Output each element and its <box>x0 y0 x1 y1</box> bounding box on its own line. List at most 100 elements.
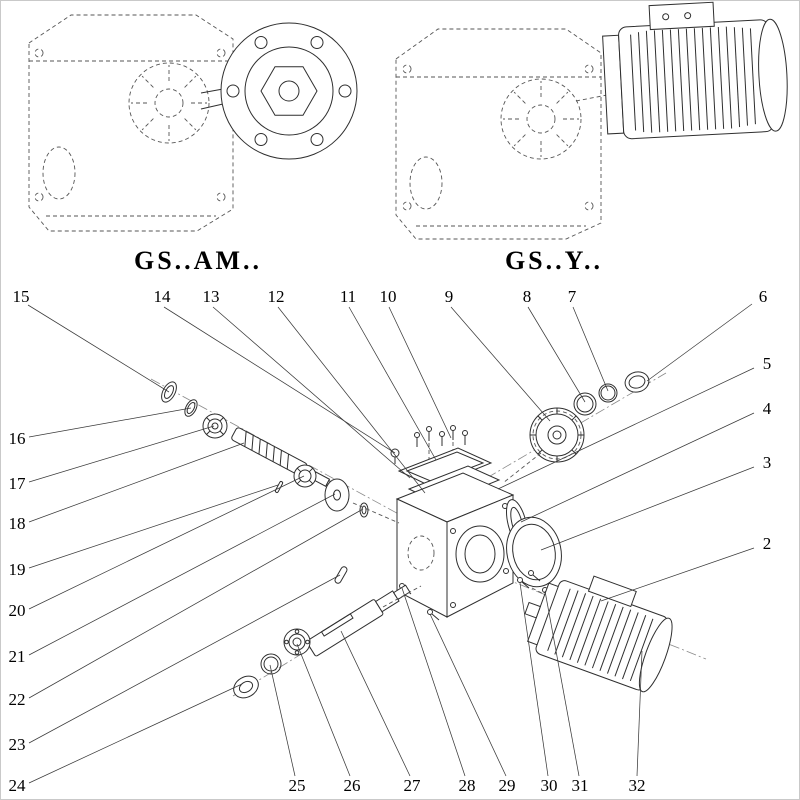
flange-bolt-hole <box>338 84 352 98</box>
callout-leader-4 <box>520 412 755 523</box>
circlip-gear <box>598 383 618 403</box>
callout-leader-22 <box>28 508 364 699</box>
housing-bolt-hole <box>450 602 456 608</box>
bearing-worm-end <box>293 464 317 488</box>
callout-leader-25 <box>269 664 296 777</box>
bolt-hole <box>402 64 412 74</box>
callout-leader-31 <box>544 590 580 777</box>
bearing-input <box>202 413 228 439</box>
callout-number-12: 12 <box>268 287 285 306</box>
end-disc <box>324 478 350 512</box>
callout-number-2: 2 <box>763 534 772 553</box>
callout-number-22: 22 <box>9 690 26 709</box>
flange-hex-hub <box>260 66 318 116</box>
callout-leader-19 <box>28 484 279 569</box>
housing-bolt-hole <box>503 568 509 574</box>
input-boss <box>500 78 582 160</box>
callout-leader-27 <box>340 630 411 777</box>
callout-number-24: 24 <box>9 776 27 795</box>
flange-bolt-hole <box>310 133 324 146</box>
callout-number-25: 25 <box>289 776 306 795</box>
variant-y-drawing <box>395 1 788 240</box>
bolt-hole <box>584 64 594 74</box>
callout-number-9: 9 <box>445 287 454 306</box>
housing-bolt-hole <box>450 528 456 534</box>
flange-bolt-hole <box>226 84 240 98</box>
bolt-hole <box>584 201 594 211</box>
callout-number-27: 27 <box>404 776 422 795</box>
spacer-ring <box>573 392 597 416</box>
shim-ring <box>624 371 650 393</box>
cover-screws <box>414 425 468 463</box>
motor-fan-cover <box>638 617 673 693</box>
worm-shaft-axis <box>150 378 427 530</box>
callout-number-30: 30 <box>541 776 558 795</box>
callout-leader-26 <box>296 643 351 777</box>
callout-number-15: 15 <box>13 287 30 306</box>
bolt-hole <box>34 192 44 202</box>
callout-leader-28 <box>401 587 466 777</box>
housing-bore-inner <box>464 534 496 574</box>
motor-fins <box>547 588 654 682</box>
dowel-pin <box>334 566 348 584</box>
callout-number-29: 29 <box>499 776 516 795</box>
callout-leader-13 <box>212 306 411 479</box>
oil-seal-output <box>233 675 259 699</box>
callout-number-11: 11 <box>340 287 356 306</box>
callout-number-28: 28 <box>459 776 476 795</box>
callout-leader-6 <box>646 303 753 382</box>
callout-leader-5 <box>497 367 755 490</box>
worm-thread-lines <box>244 431 289 470</box>
callout-leader-21 <box>28 493 336 656</box>
housing-side-opening <box>42 146 76 200</box>
callout-number-20: 20 <box>9 601 26 620</box>
motor-fan-cover <box>758 18 788 132</box>
callout-leader-16 <box>28 407 192 438</box>
retaining-ring-input <box>184 399 198 417</box>
bolt-hole <box>216 48 226 58</box>
callout-number-31: 31 <box>572 776 589 795</box>
variant-am-label: GS..AM.. <box>134 246 262 275</box>
callout-leader-2 <box>600 547 755 602</box>
callout-leader-12 <box>277 306 426 494</box>
terminal-box-screw <box>662 13 670 21</box>
callout-leader-30 <box>519 582 549 777</box>
bearing-output <box>283 628 311 656</box>
callout-number-14: 14 <box>154 287 172 306</box>
callout-leader-14 <box>163 306 396 454</box>
boss-radial-ticks <box>131 65 207 141</box>
callout-number-32: 32 <box>629 776 646 795</box>
screw <box>426 426 432 441</box>
callout-leader-24 <box>28 683 243 784</box>
callout-leader-32 <box>636 650 643 777</box>
shaft-alignment-line <box>382 585 422 608</box>
callout-number-19: 19 <box>9 560 26 579</box>
callout-number-17: 17 <box>9 474 27 493</box>
worm-gear <box>529 407 585 463</box>
housing-bore-outer <box>455 525 505 583</box>
output-shaft <box>306 584 411 657</box>
large-seal-ring <box>506 516 562 588</box>
callout-leader-29 <box>429 613 507 777</box>
callout-leader-9 <box>450 306 551 422</box>
gearbox-housing-outline <box>28 14 234 232</box>
callout-number-18: 18 <box>9 514 26 533</box>
exploded-motor <box>524 575 673 693</box>
terminal-box-screw <box>684 12 692 20</box>
callout-number-10: 10 <box>380 287 397 306</box>
variant-am-drawing <box>28 14 358 232</box>
worm-alignment-line <box>352 502 400 524</box>
housing-side-opening <box>409 156 443 210</box>
input-flange <box>220 22 358 160</box>
callout-leader-17 <box>28 425 215 483</box>
screw <box>414 432 420 447</box>
exploded-view <box>150 371 707 699</box>
callout-number-16: 16 <box>9 429 26 448</box>
callout-leader-23 <box>28 574 341 744</box>
motor-terminal-box <box>587 575 637 608</box>
gearbox-housing-outline <box>395 28 602 240</box>
callout-leader-20 <box>28 475 305 610</box>
shaft-tip <box>392 584 411 601</box>
screw <box>528 570 541 582</box>
